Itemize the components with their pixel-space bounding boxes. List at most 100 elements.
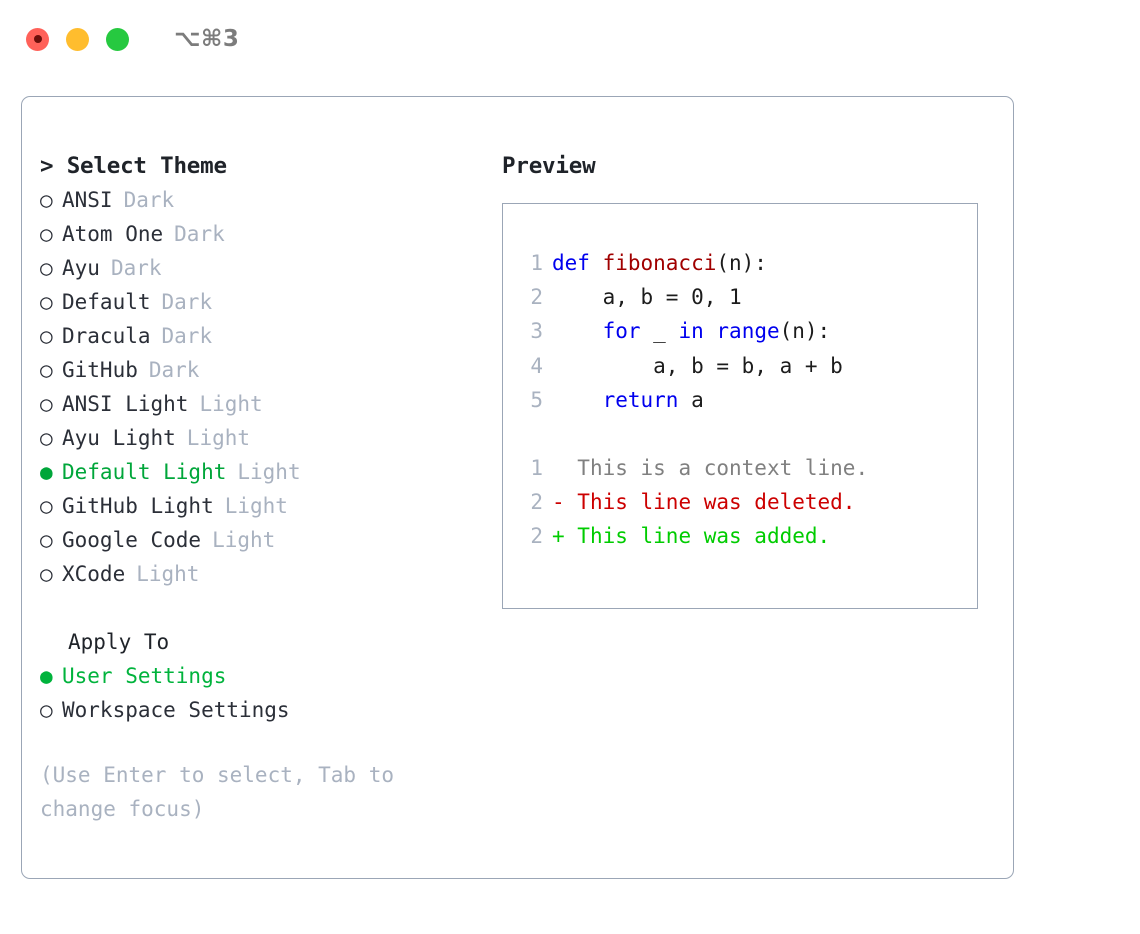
radio-unselected-icon[interactable]: ○ bbox=[40, 324, 53, 348]
theme-name: Google Code bbox=[62, 528, 202, 552]
diff-line: 2+ This line was added. bbox=[517, 519, 977, 553]
theme-list-item[interactable]: ○ ANSI Dark bbox=[40, 183, 490, 217]
minimize-button[interactable] bbox=[66, 27, 89, 51]
theme-list-item[interactable]: ○ GitHub Dark bbox=[40, 353, 490, 387]
apply-to-option[interactable]: ○Workspace Settings bbox=[40, 693, 490, 727]
theme-name: Ayu Light bbox=[62, 426, 176, 450]
radio-unselected-icon[interactable]: ○ bbox=[40, 188, 53, 212]
theme-variant-tag: Light bbox=[237, 460, 301, 484]
theme-variant-tag: Dark bbox=[123, 188, 175, 212]
theme-list-item[interactable]: ○ Ayu Dark bbox=[40, 251, 490, 285]
radio-unselected-icon[interactable]: ○ bbox=[40, 222, 53, 246]
theme-list-item[interactable]: ○ Default Dark bbox=[40, 285, 490, 319]
radio-unselected-icon[interactable]: ○ bbox=[40, 290, 53, 314]
code-token: fibonacci bbox=[602, 251, 717, 275]
code-text: def fibonacci(n): bbox=[552, 246, 767, 280]
code-token bbox=[704, 319, 717, 343]
preview-spacer bbox=[517, 417, 977, 451]
window-controls bbox=[26, 27, 129, 51]
diff-line: 2- This line was deleted. bbox=[517, 485, 977, 519]
diff-text: This is a context line. bbox=[577, 456, 869, 481]
code-token: (n): bbox=[779, 319, 831, 344]
theme-name: GitHub bbox=[62, 358, 138, 382]
code-text: for _ in range(n): bbox=[552, 314, 831, 348]
title-bar: ⌥⌘3 bbox=[0, 0, 1140, 78]
diff-line: 1 This is a context line. bbox=[517, 451, 977, 485]
line-number: 1 bbox=[530, 456, 543, 481]
line-number: 2 bbox=[530, 490, 543, 515]
diff-text: This line was deleted. bbox=[577, 490, 856, 515]
theme-variant-tag: Dark bbox=[161, 290, 213, 314]
theme-name: Default bbox=[62, 290, 151, 314]
theme-variant-tag: Light bbox=[199, 392, 263, 416]
theme-name: ANSI bbox=[62, 188, 113, 212]
radio-unselected-icon[interactable]: ○ bbox=[40, 358, 53, 382]
theme-name: Dracula bbox=[62, 324, 151, 348]
code-token: range bbox=[716, 319, 780, 344]
theme-variant-tag: Dark bbox=[148, 358, 200, 382]
radio-selected-icon[interactable]: ● bbox=[40, 460, 53, 484]
line-number: 5 bbox=[530, 387, 543, 412]
theme-list-item[interactable]: ○ GitHub Light Light bbox=[40, 489, 490, 523]
radio-unselected-icon[interactable]: ○ bbox=[40, 426, 53, 450]
theme-variant-tag: Light bbox=[186, 426, 251, 450]
diff-text: This line was added. bbox=[577, 524, 831, 549]
apply-to-option[interactable]: ● User Settings bbox=[40, 659, 490, 693]
theme-list-item[interactable]: ○ Dracula Dark bbox=[40, 319, 490, 353]
close-button[interactable] bbox=[26, 27, 49, 51]
code-line: 4 a, b = b, a + b bbox=[517, 349, 977, 383]
radio-unselected-icon[interactable]: ○ bbox=[40, 256, 53, 280]
line-number: 4 bbox=[530, 353, 543, 378]
theme-variant-tag: Light bbox=[136, 562, 200, 586]
theme-variant-tag: Dark bbox=[110, 256, 162, 280]
list-spacer bbox=[40, 591, 490, 625]
radio-unselected-icon[interactable]: ○ bbox=[40, 562, 53, 586]
diff-marker: - bbox=[552, 490, 578, 515]
code-text: a, b = b, a + b bbox=[552, 349, 843, 383]
theme-name: Ayu bbox=[62, 256, 100, 280]
preview-title: Preview bbox=[502, 153, 596, 179]
radio-unselected-icon[interactable]: ○ bbox=[40, 528, 53, 552]
code-token: a, b = 0, 1 bbox=[552, 285, 742, 310]
radio-selected-icon[interactable]: ● bbox=[40, 664, 53, 688]
code-token: a, b = b, a + b bbox=[552, 353, 843, 378]
line-number: 2 bbox=[530, 524, 543, 549]
keyboard-hint: (Use Enter to select, Tab to change focu… bbox=[40, 763, 407, 821]
theme-list-item[interactable]: ○ Ayu Light Light bbox=[40, 421, 490, 455]
code-token: for bbox=[602, 319, 641, 344]
code-token bbox=[552, 319, 603, 343]
code-token: def bbox=[552, 251, 603, 275]
radio-unselected-icon[interactable]: ○ bbox=[40, 392, 53, 416]
select-theme-header: > Select Theme bbox=[40, 153, 227, 179]
line-number: 3 bbox=[530, 319, 543, 344]
maximize-button[interactable] bbox=[106, 27, 129, 51]
code-token: return bbox=[602, 387, 679, 412]
code-line: 2 a, b = 0, 1 bbox=[517, 280, 977, 314]
theme-variant-tag: Dark bbox=[161, 324, 213, 348]
theme-name: GitHub Light bbox=[62, 494, 214, 518]
code-token: a bbox=[678, 387, 704, 412]
radio-unselected-icon[interactable]: ○ bbox=[40, 698, 53, 722]
code-token: _ bbox=[640, 319, 679, 344]
radio-unselected-icon[interactable]: ○ bbox=[40, 494, 53, 518]
theme-variant-tag: Light bbox=[224, 494, 288, 518]
apply-to-option-label: User Settings bbox=[62, 664, 227, 688]
code-token bbox=[552, 388, 603, 412]
theme-variant-tag: Dark bbox=[174, 222, 225, 246]
code-text: a, b = 0, 1 bbox=[552, 280, 742, 314]
code-text: return a bbox=[552, 383, 704, 417]
code-line: 5 return a bbox=[517, 383, 977, 417]
code-line: 3 for _ in range(n): bbox=[517, 314, 977, 348]
